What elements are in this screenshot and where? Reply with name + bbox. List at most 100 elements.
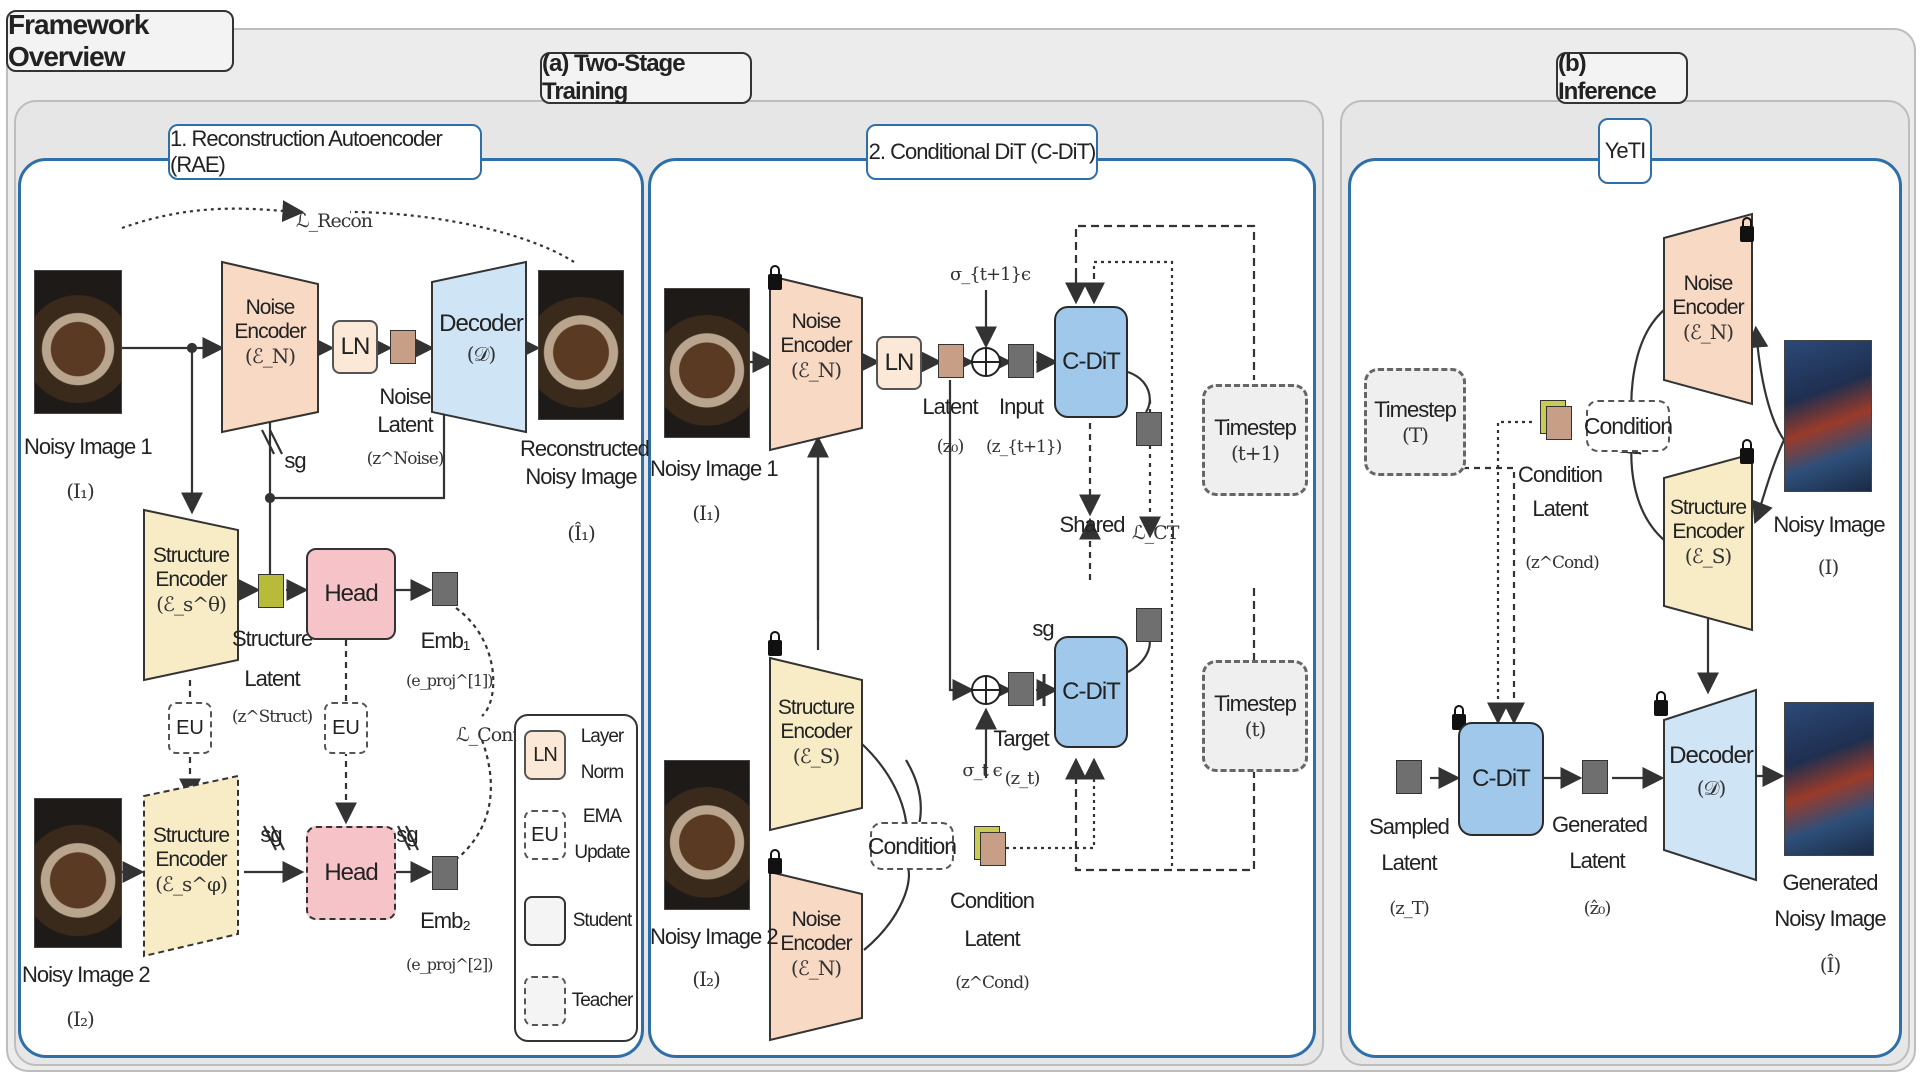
emb1-label: Emb₁ (420, 628, 471, 653)
legend-eu-desc-2: Update (574, 842, 630, 863)
rae-stop-gradient-3: sg (396, 822, 418, 847)
input-label: Input (999, 394, 1044, 419)
rae-decoder-symbol: (𝒟) (466, 342, 497, 366)
inference-noise-encoder-label: Noise Encoder (ℰ_N) (1664, 272, 1752, 344)
generated-latent-block (1582, 760, 1608, 794)
sampled-latent-label-1: Sampled (1369, 814, 1450, 839)
noisy-image-1-label: Noisy Image 1 (24, 434, 153, 459)
inference-c-dit-block: C-DiT (1458, 722, 1544, 836)
noisy-image-2-symbol: (I₂) (66, 1007, 95, 1031)
timestep-bottom-symbol: (t) (1244, 717, 1267, 741)
target-symbol: (z_t) (1004, 768, 1041, 789)
contrastive-loss-label: ℒ_Cont (456, 724, 520, 746)
legend-ln-desc-1: Layer (580, 726, 625, 747)
legend-ln-desc-2: Norm (580, 762, 624, 783)
cdit-noisy-image-2-symbol: (I₂) (692, 967, 721, 991)
lock-icon (768, 849, 782, 874)
inference-timestep-label: Timestep (1374, 397, 1457, 422)
noise-latent-symbol: (z^Noise) (366, 449, 445, 469)
cdit-layer-norm: LN (876, 336, 922, 390)
cdit-noisy-image-1-thumbnail (664, 288, 750, 438)
rae-structure-encoder-teacher-line2: Encoder (155, 848, 227, 871)
legend-eu-desc-1: EMA (582, 806, 622, 827)
cdit-condition-latent-symbol: (z^Cond) (955, 973, 1030, 993)
legend-teacher-label: Teacher (571, 990, 634, 1011)
rae-structure-encoder-student-label: Structure Encoder (ℰ_s^θ) (144, 544, 238, 616)
cdit-title: 2. Conditional DiT (C-DiT) (866, 124, 1098, 180)
inference-condition-latent-symbol: (z^Cond) (1525, 553, 1600, 573)
rae-structure-encoder-student-line2: Encoder (155, 568, 227, 591)
rae-decoder-word: Decoder (439, 310, 524, 337)
timestep-top-symbol: (t+1) (1230, 441, 1280, 465)
generated-latent-label-2: Latent (1569, 848, 1625, 873)
inference-noise-encoder-symbol: (ℰ_N) (1682, 320, 1734, 344)
cdit-noise-encoder-bottom-symbol: (ℰ_N) (790, 956, 842, 980)
inference-noisy-image-symbol: (I) (1817, 555, 1840, 579)
rae-noise-encoder-line2: Encoder (234, 320, 306, 343)
inference-decoder-symbol: (𝒟) (1696, 776, 1727, 800)
legend-teacher-swatch (524, 976, 566, 1026)
emb2-block (432, 856, 458, 890)
latent-block (938, 344, 964, 378)
rae-structure-encoder-teacher-line1: Structure (152, 824, 230, 847)
cdit-noise-encoder-bottom-label: Noise Encoder (ℰ_N) (770, 908, 862, 980)
inference-noisy-image-thumbnail (1784, 340, 1872, 492)
emb1-symbol: (e_proj^[1]) (406, 671, 494, 690)
inference-condition-latent-label-1: Condition (1518, 462, 1603, 487)
timestep-bottom-label: Timestep (1214, 691, 1297, 716)
sampled-latent-block (1396, 760, 1422, 794)
rae-title: 1. Reconstruction Autoencoder (RAE) (168, 124, 482, 180)
eu-marker-head: EU (324, 702, 368, 754)
generated-image-symbol: (Î) (1819, 953, 1842, 977)
rae-stop-gradient-1: sg (284, 448, 306, 473)
cdit-structure-encoder-symbol: (ℰ_S) (792, 744, 840, 768)
inference-noise-encoder-line1: Noise (1683, 272, 1734, 295)
cdit-noisy-image-2-thumbnail (664, 760, 750, 910)
cdit-noise-encoder-top-line2: Encoder (780, 334, 852, 357)
latent-label: Latent (922, 394, 978, 419)
emb2-label: Emb₂ (420, 908, 471, 933)
rae-structure-encoder-student-symbol: (ℰ_s^θ) (156, 592, 227, 616)
sampled-latent-label-2: Latent (1381, 850, 1437, 875)
page-title: Framework Overview (6, 9, 234, 72)
inference-structure-encoder-label: Structure Encoder (ℰ_S) (1664, 496, 1752, 568)
reconstructed-symbol: (Î₁) (567, 521, 596, 545)
yeti-title: YeTI (1598, 118, 1652, 184)
inference-condition-node: Condition (1584, 400, 1673, 452)
legend-eu-key: EU (524, 810, 566, 860)
cdit-noise-encoder-top-line1: Noise (791, 310, 842, 333)
noise-latent-label-2: Latent (377, 412, 433, 437)
noisy-image-2-thumbnail (34, 798, 122, 948)
noisy-image-1-symbol: (I₁) (66, 479, 95, 503)
cdit-noisy-image-2-label: Noisy Image 2 (650, 924, 779, 949)
inference-decoder-label: Decoder (𝒟) (1666, 742, 1756, 801)
noisy-image-2-label: Noisy Image 2 (22, 962, 151, 987)
input-block (1008, 344, 1034, 378)
rae-structure-encoder-teacher-label: Structure Encoder (ℰ_s^φ) (144, 824, 238, 896)
inference-decoder-word: Decoder (1669, 742, 1754, 769)
student-head: Head (306, 548, 396, 640)
cdit-noisy-image-1-label: Noisy Image 1 (650, 456, 779, 481)
c-dit-block-top: C-DiT (1054, 306, 1128, 418)
input-symbol: (z_{t+1}) (986, 437, 1062, 457)
latent-symbol: (z₀) (936, 436, 965, 457)
cdit-noise-encoder-top-label: Noise Encoder (ℰ_N) (770, 310, 862, 382)
bottom-output-block (1136, 608, 1162, 642)
structure-latent-label-1: Structure (232, 626, 313, 651)
target-label: Target (993, 726, 1049, 751)
training-section-label: (a) Two-Stage Training (540, 50, 752, 105)
reconstructed-image-thumbnail (538, 270, 624, 420)
cdit-structure-encoder-label: Structure Encoder (ℰ_S) (770, 696, 862, 768)
cdit-structure-encoder-line2: Encoder (780, 720, 852, 743)
rae-noise-encoder-symbol: (ℰ_N) (244, 344, 296, 368)
lock-icon (1740, 439, 1754, 464)
cdit-noise-encoder-bottom-line2: Encoder (780, 932, 852, 955)
cdit-noise-encoder-top-symbol: (ℰ_N) (790, 358, 842, 382)
lock-icon (768, 265, 782, 290)
generated-image-label-2: Noisy Image (1774, 906, 1886, 931)
inference-structure-encoder-line1: Structure (1669, 496, 1747, 519)
cdit-stop-gradient: sg (1032, 616, 1054, 641)
emb2-symbol: (e_proj^[2]) (406, 955, 494, 974)
generated-image-label-1: Generated (1782, 870, 1879, 895)
cdit-condition-node: Condition (868, 822, 957, 870)
